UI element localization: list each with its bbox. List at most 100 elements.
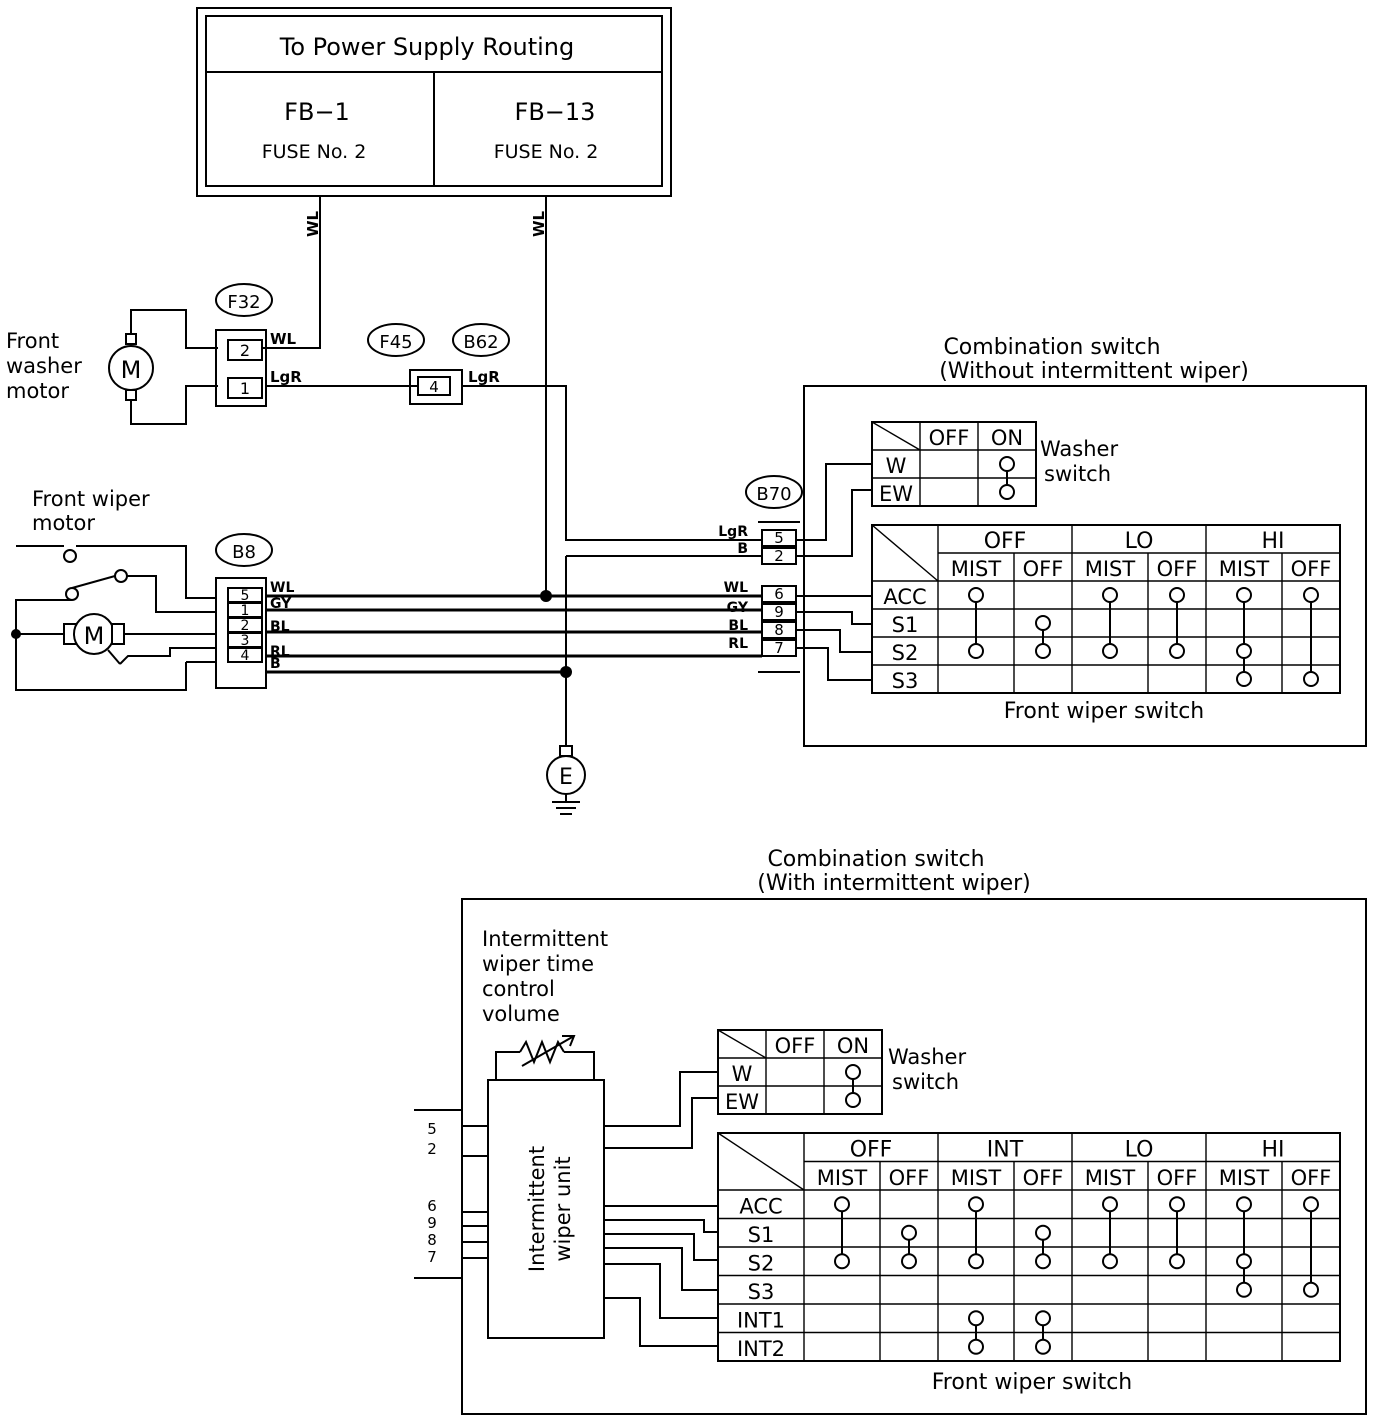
power-supply-title: To Power Supply Routing — [279, 33, 575, 61]
ground-e: E — [546, 745, 586, 815]
fb13-code: FB−13 — [515, 98, 596, 126]
wiper-contact — [968, 643, 984, 659]
sw2-pin-9: 9 — [427, 1214, 437, 1232]
volume-label-1: Intermittent — [482, 927, 608, 951]
b8-pin-5: 5 — [241, 588, 250, 604]
b8-pin-4: 4 — [241, 648, 250, 664]
washer-row-w: W — [886, 454, 907, 478]
b70-pin-9: 9 — [774, 603, 784, 621]
wiper-row-int1: INT1 — [737, 1309, 785, 1333]
wiper-contact — [1169, 1196, 1185, 1213]
wiper-motor-label-1: Front wiper — [32, 487, 150, 511]
switch2-title: Combination switch — [767, 847, 984, 872]
b8-pin-2: 2 — [241, 618, 250, 634]
washer-row-ew: EW — [725, 1090, 759, 1114]
f32-wire-wl: WL — [270, 330, 297, 348]
wiper-row-s3: S3 — [748, 1280, 775, 1304]
wiper-sub-off: OFF — [1023, 1166, 1064, 1190]
wiper-contact — [1303, 1196, 1319, 1213]
front-wiper-motor: Front wiper motor M — [11, 487, 216, 691]
wiper-contact — [1102, 587, 1118, 603]
wiper-sub-mist: MIST — [951, 557, 1002, 581]
b70-label: B70 — [756, 484, 791, 505]
wiper-contact — [968, 1310, 984, 1327]
washer-motor-icon — [108, 345, 154, 391]
wiper-contact — [1236, 1253, 1252, 1270]
b70-pin-6: 6 — [774, 585, 784, 603]
supply-wires: WL WL — [262, 196, 548, 596]
washer-motor-label-3: motor — [6, 379, 69, 403]
b70-wire-rl: RL — [728, 636, 748, 652]
wiper-sub-off: OFF — [889, 1166, 930, 1190]
wiper-row-acc: ACC — [739, 1195, 782, 1219]
wiper-sub-off: OFF — [1291, 557, 1332, 581]
wiper-row-int2: INT2 — [737, 1337, 785, 1361]
wiper-contact — [968, 1196, 984, 1213]
b70-wire-b: B — [737, 541, 748, 557]
switch2-subtitle: (With intermittent wiper) — [757, 871, 1031, 896]
volume-label-3: control — [482, 977, 555, 1001]
sw2-pin-6: 6 — [427, 1197, 437, 1215]
wiper-row-acc: ACC — [883, 585, 926, 609]
wiper-contact — [1035, 1338, 1051, 1355]
washer-row-ew: EW — [879, 482, 913, 506]
wiper-contact — [1236, 587, 1252, 603]
connector-f32: F32 2 1 WL LgR — [215, 283, 418, 407]
wiper-contact — [1035, 615, 1051, 631]
wiper-contact — [968, 587, 984, 603]
wiper-row-s3: S3 — [892, 669, 919, 693]
wiper-contact — [1236, 643, 1252, 659]
f45-label: F45 — [379, 332, 412, 353]
b70-pin-5: 5 — [774, 529, 784, 547]
b70-wire-wl: WL — [724, 580, 748, 596]
sw2-pin-7: 7 — [427, 1248, 437, 1266]
washer-contact-w — [845, 1064, 861, 1080]
washer-motor-label-1: Front — [6, 329, 59, 353]
wiper-group-int: INT — [987, 1138, 1024, 1163]
wiper-contact — [834, 1253, 850, 1270]
wiper-group-off: OFF — [984, 529, 1027, 554]
unit-label-2: wiper unit — [551, 1156, 575, 1261]
washer-motor-label-2: washer — [6, 354, 82, 378]
power-supply-box: To Power Supply Routing FB−1 FUSE No. 2 … — [196, 7, 672, 197]
wiper-group-off: OFF — [850, 1138, 893, 1163]
wiper-contact — [1169, 1253, 1185, 1270]
b70-wire-bl: BL — [728, 618, 748, 634]
wiper-contact — [968, 1338, 984, 1355]
wiper-contact — [1102, 1196, 1118, 1213]
fb13-fuse: FUSE No. 2 — [494, 141, 599, 163]
b8-pin-3: 3 — [241, 633, 250, 649]
switch1-washer-label-2: switch — [1044, 462, 1111, 486]
wiper-sub-mist: MIST — [1085, 1166, 1136, 1190]
washer-col-off: OFF — [929, 426, 970, 450]
wiper-row-s1: S1 — [748, 1223, 775, 1247]
b70-pin-7: 7 — [774, 639, 784, 657]
wiper-contact — [1303, 587, 1319, 603]
combination-switch-1: Combination switch (Without intermittent… — [796, 335, 1367, 747]
wiper-contact — [1035, 1253, 1051, 1270]
f32-pin-1: 1 — [240, 379, 250, 398]
f32-label: F32 — [227, 292, 260, 313]
washer-contact-ew — [999, 484, 1015, 500]
sw2-pin-5: 5 — [427, 1120, 437, 1138]
switch2-washer-label-1: Washer — [888, 1045, 966, 1069]
wiper-contact — [834, 1196, 850, 1213]
washer-col-on: ON — [837, 1034, 869, 1058]
sw2-pin-2: 2 — [427, 1140, 437, 1158]
b62-label: B62 — [463, 332, 498, 353]
wiper-sub-mist: MIST — [1219, 1166, 1270, 1190]
wiper-group-hi: HI — [1261, 529, 1284, 554]
volume-label-4: volume — [482, 1002, 560, 1026]
switch1-title: Combination switch — [943, 335, 1160, 360]
wiper-contact — [968, 1253, 984, 1270]
b70-wire-lgr: LgR — [718, 524, 748, 540]
washer-col-off: OFF — [775, 1034, 816, 1058]
intermittent-unit-box — [487, 1079, 605, 1339]
wiper-motor-symbol: M — [84, 622, 105, 650]
wiper-contact — [1236, 1196, 1252, 1213]
wiper-sub-mist: MIST — [817, 1166, 868, 1190]
fb1-fuse: FUSE No. 2 — [262, 141, 367, 163]
